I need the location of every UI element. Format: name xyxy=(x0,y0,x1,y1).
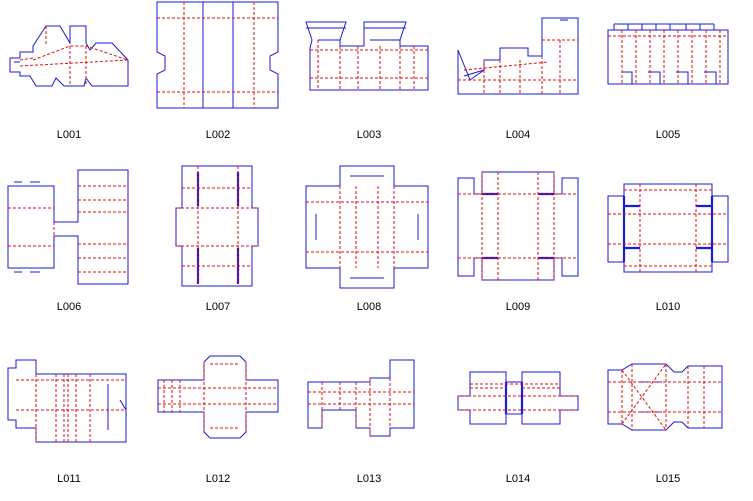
dieline-L010[interactable] xyxy=(607,183,729,273)
dieline-L002[interactable] xyxy=(156,1,279,109)
dieline-L003[interactable] xyxy=(305,21,429,91)
dieline-L013[interactable] xyxy=(307,359,415,437)
template-label-L008: L008 xyxy=(356,301,382,313)
template-label-L002: L002 xyxy=(205,129,231,141)
dieline-L007[interactable] xyxy=(175,165,259,287)
template-label-L011: L011 xyxy=(57,473,81,485)
dieline-L004[interactable] xyxy=(457,17,579,95)
dieline-L008[interactable] xyxy=(305,165,429,289)
template-label-L012: L012 xyxy=(205,473,231,485)
template-label-L007: L007 xyxy=(205,301,231,313)
template-label-L015: L015 xyxy=(655,473,681,485)
template-label-L006: L006 xyxy=(56,301,82,313)
template-label-L005: L005 xyxy=(655,129,681,141)
dieline-L005[interactable] xyxy=(607,23,729,85)
template-label-L004: L004 xyxy=(505,129,531,141)
template-label-L003: L003 xyxy=(356,129,382,141)
dieline-L014[interactable] xyxy=(457,371,579,425)
dieline-L001[interactable] xyxy=(9,25,129,87)
template-label-L014: L014 xyxy=(505,473,531,485)
dieline-L009[interactable] xyxy=(457,171,579,281)
dieline-L012[interactable] xyxy=(157,355,279,439)
dieline-L011[interactable] xyxy=(7,359,127,443)
template-label-L001: L001 xyxy=(56,129,82,141)
dieline-L015[interactable] xyxy=(607,363,723,431)
template-label-L010: L010 xyxy=(655,301,681,313)
template-label-L009: L009 xyxy=(505,301,531,313)
template-label-L013: L013 xyxy=(356,473,382,485)
dieline-L006[interactable] xyxy=(7,169,129,285)
